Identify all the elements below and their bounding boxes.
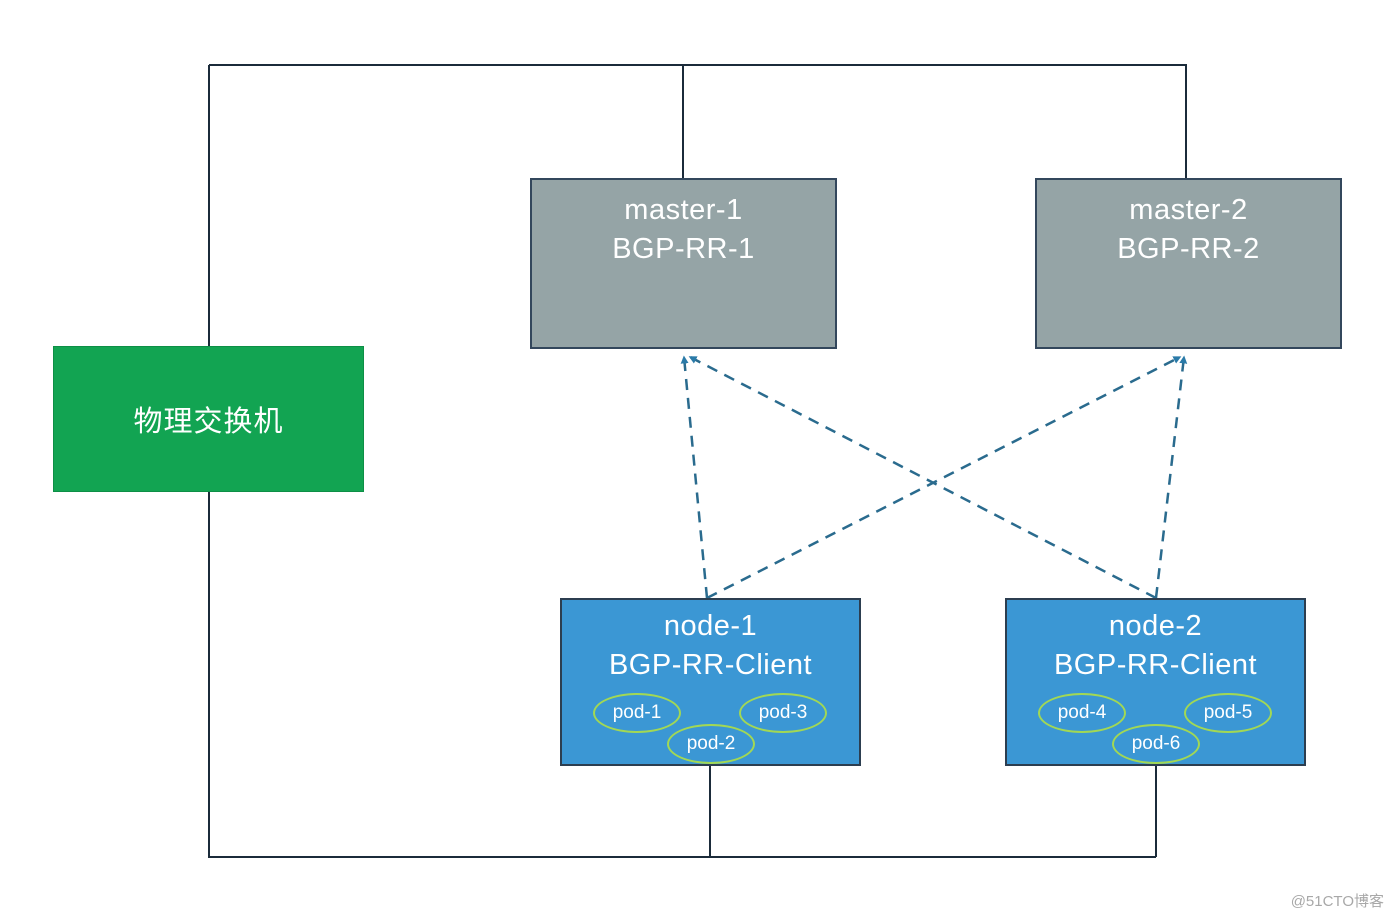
master-1-name: master-1 (624, 194, 743, 226)
physical-switch-label: 物理交换机 (133, 406, 284, 438)
node-1-name: node-1 (663, 610, 758, 642)
pod-3-ellipse: pod-3 (739, 693, 827, 733)
master-2-box: master-2 BGP-RR-2 (1035, 178, 1342, 349)
pod-4-ellipse: pod-4 (1038, 693, 1126, 733)
pod-4-label: pod-4 (1057, 702, 1107, 723)
pod-5-label: pod-5 (1203, 702, 1253, 723)
node-2-role: BGP-RR-Client (1053, 649, 1258, 681)
pod-6-ellipse: pod-6 (1112, 724, 1200, 764)
node-1-box: node-1 BGP-RR-Client pod-1 pod-2 pod-3 (560, 598, 861, 766)
pod-1-ellipse: pod-1 (593, 693, 681, 733)
bgp-arrow-node2-master1 (688, 355, 1157, 600)
pod-5-ellipse: pod-5 (1184, 693, 1272, 733)
node-2-name: node-2 (1108, 610, 1203, 642)
pod-1-label: pod-1 (612, 702, 662, 723)
pod-2-ellipse: pod-2 (667, 724, 755, 764)
bgp-arrow-node2-master2 (1154, 355, 1188, 599)
master-2-role: BGP-RR-2 (1117, 233, 1260, 265)
pod-2-label: pod-2 (686, 733, 736, 754)
node-1-role: BGP-RR-Client (608, 649, 813, 681)
master-1-box: master-1 BGP-RR-1 (530, 178, 837, 349)
bgp-arrow-node1-master2 (706, 355, 1182, 600)
master-1-role: BGP-RR-1 (612, 233, 755, 265)
pod-6-label: pod-6 (1131, 733, 1181, 754)
pod-3-label: pod-3 (758, 702, 808, 723)
bgp-arrow-node1-master1 (680, 355, 709, 599)
node-2-box: node-2 BGP-RR-Client pod-4 pod-6 pod-5 (1005, 598, 1306, 766)
master-2-name: master-2 (1129, 194, 1248, 226)
watermark: @51CTO博客 (1290, 893, 1384, 910)
physical-switch-box: 物理交换机 (53, 346, 364, 492)
